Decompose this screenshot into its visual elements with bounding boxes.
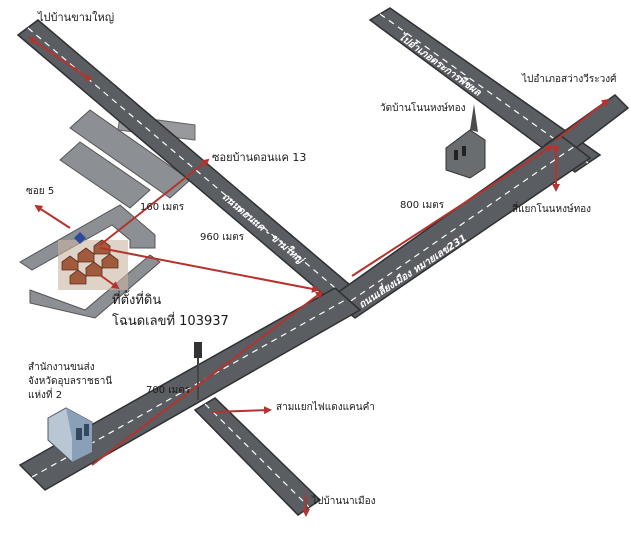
label-to-sawang: ไปอำเภอสว่างวีระวงศ์ [522,74,617,85]
label-temple: วัดบ้านโนนหงษ์ทอง [380,103,466,114]
label-plot-location: ที่ตั้งที่ดิน [112,293,162,308]
road-south [193,397,322,516]
arrow-plot [99,274,120,290]
arrows [28,36,610,517]
label-dist-800: 800 เมตร [400,200,445,211]
label-deed-number: โฉนดเลขที่ 103937 [112,314,229,329]
label-junction-non-hong-thong: สี่แยกโนนหงษ์ทอง [512,204,592,215]
arrow-800 [351,144,554,277]
label-dist-160: 160 เมตร [140,202,185,213]
label-transport-office-1: สำนักงานขนส่ง [28,362,95,373]
label-dist-700: 700 เมตร [146,385,191,396]
label-transport-office-2: จังหวัดอุบลราชธานี [28,376,113,387]
label-three-way-junction: สามแยกไฟแดงแคนคำ [276,402,375,413]
temple-icon [445,104,486,179]
land-plot-houses [58,232,128,290]
label-to-ban-kham-yai: ไปบ้านขามใหญ่ [38,11,115,24]
arrow-960 [99,247,320,293]
arrow-soi-13 [99,158,210,246]
arrow-sawang [555,98,610,141]
label-soi-ban-don-khae-13: ซอยบ้านดอนแค 13 [212,151,307,164]
arrow-khamyai [28,36,89,79]
traffic-light-icon [194,342,202,400]
arrow-700 [91,290,324,466]
arrow-three-way [211,406,272,415]
label-transport-office-3: แห่งที่ 2 [28,390,63,401]
label-soi-5: ซอย 5 [26,186,55,197]
label-dist-960: 960 เมตร [200,232,245,243]
label-to-ban-na-mueang: ไปบ้านนาเมือง [312,496,376,507]
transport-office-icon [47,407,93,463]
arrow-soi-5 [34,204,71,229]
